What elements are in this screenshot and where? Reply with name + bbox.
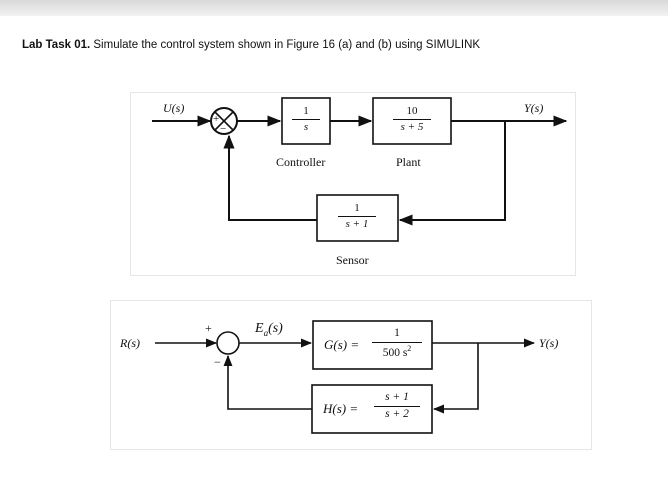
fig-a-controller-label: Controller [276, 155, 326, 169]
fig-a-feedback-path-right [398, 121, 506, 226]
forward-denominator: 500 s2 [372, 343, 422, 359]
fig-b-plus-sign: + [205, 321, 212, 335]
task-prefix: Lab Task 01. [22, 39, 91, 51]
fig-b-input-label: R(s) [120, 336, 140, 350]
window-top-bar [0, 0, 668, 16]
error-subscript: a [263, 327, 269, 338]
fig-b-summing-junction [216, 331, 240, 355]
controller-denominator: s [303, 121, 309, 133]
sensor-denominator: s + 1 [345, 218, 369, 230]
fig-a-sensor-label: Sensor [336, 253, 369, 267]
task-text: Simulate the control system shown in Fig… [93, 39, 481, 51]
fig-b-forward-block [312, 320, 433, 370]
fig-a-sensor-block [316, 194, 399, 242]
fig-b-output-label: Y(s) [539, 336, 559, 350]
fig-b-feedback-name: H(s) = [323, 401, 359, 416]
forward-denominator-base: 500 s [382, 346, 408, 359]
fig-a-sensor-tf: 1 s + 1 [338, 203, 376, 230]
fig-a-minus-sign: − [220, 123, 227, 135]
fig-b-feedback-path-left [223, 354, 312, 410]
fig-b-feedback-tf: s + 1 s + 2 [374, 391, 420, 420]
fig-b-minus-sign: − [214, 355, 221, 369]
task-heading: Lab Task 01. Simulate the control system… [22, 39, 480, 51]
fig-a-plant-tf: 10 s + 5 [393, 106, 431, 133]
fig-b-feedback-path-right [432, 343, 479, 414]
error-argument: (s) [268, 321, 283, 336]
feedback-denominator: s + 2 [385, 407, 409, 420]
controller-numerator: 1 [303, 105, 309, 117]
fig-b-error-label: Ea(s) [255, 322, 283, 338]
fig-b-feedback-block [311, 384, 433, 434]
fig-a-feedback-path-left [223, 134, 317, 221]
feedback-numerator: s + 1 [385, 391, 409, 403]
fig-a-controller-tf: 1 s [292, 106, 320, 133]
plant-denominator: s + 5 [400, 121, 424, 133]
forward-numerator: 1 [394, 327, 400, 339]
error-symbol: E [255, 321, 264, 336]
fig-a-plus-sign: + [213, 113, 220, 125]
plant-numerator: 10 [406, 105, 418, 117]
forward-denominator-exponent: 2 [407, 343, 412, 353]
fig-a-plant-block [372, 97, 452, 145]
fig-b-forward-tf: 1 500 s2 [372, 327, 422, 359]
fig-a-output-label: Y(s) [524, 101, 544, 115]
fig-a-plant-label: Plant [396, 155, 421, 169]
fig-a-controller-block [281, 97, 331, 145]
fig-a-input-label: U(s) [163, 101, 185, 115]
sensor-numerator: 1 [354, 202, 360, 214]
fig-b-forward-name: G(s) = [324, 337, 360, 352]
